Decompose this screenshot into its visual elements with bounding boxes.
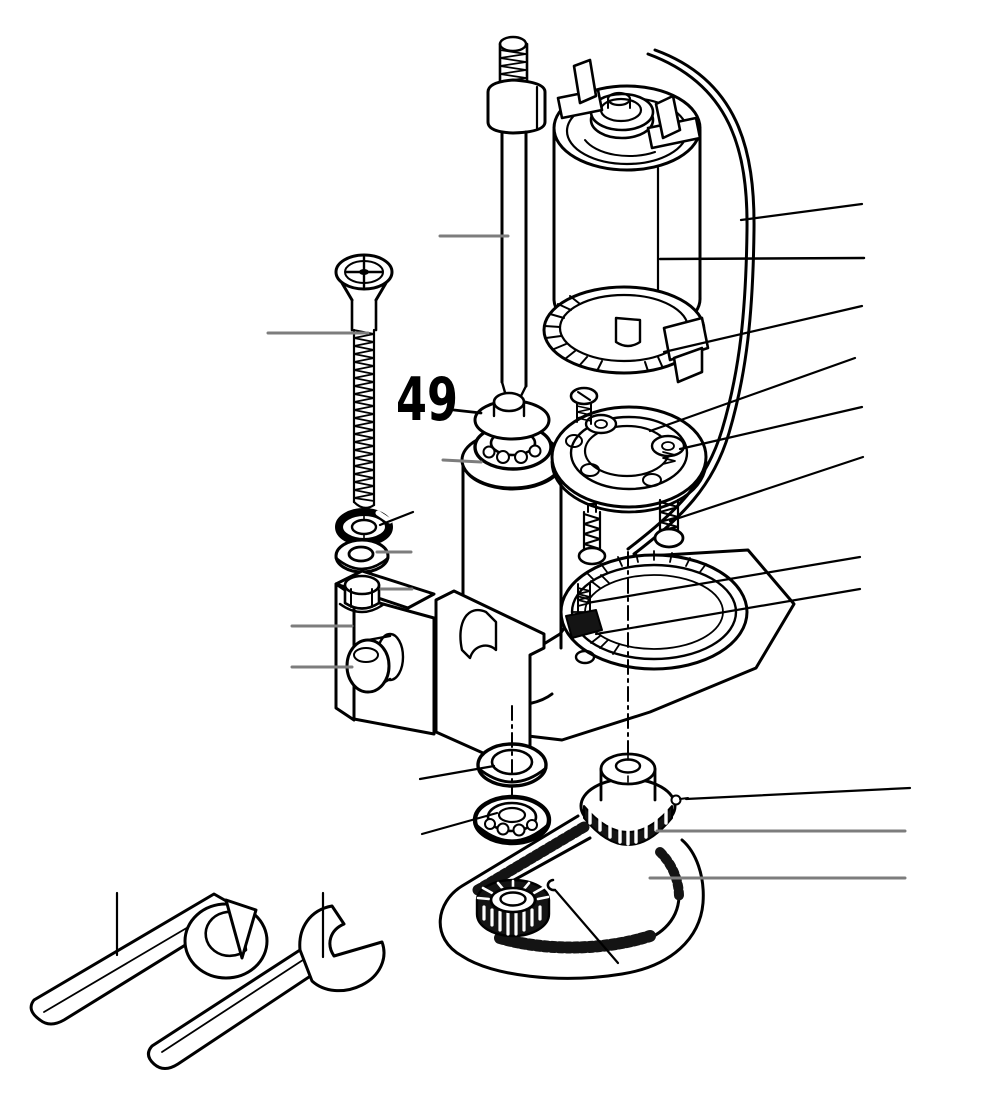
leader-setscrew bbox=[684, 786, 912, 801]
pulley-teeth-band bbox=[583, 805, 673, 846]
leader-49 bbox=[452, 408, 483, 415]
rod-shaft bbox=[500, 130, 528, 388]
leader-motor bbox=[658, 256, 866, 261]
motor bbox=[542, 58, 710, 384]
screw-shank bbox=[350, 298, 378, 332]
leader-cable bbox=[739, 202, 864, 222]
motor-mount-flange bbox=[542, 285, 710, 384]
leader-flange bbox=[662, 304, 864, 354]
retainer-hole-1 bbox=[565, 434, 583, 448]
leader-lines-black bbox=[115, 202, 912, 965]
plate-pin-and-clip bbox=[565, 583, 603, 639]
rod-hex-nut bbox=[486, 78, 547, 135]
spindle-housing bbox=[460, 391, 564, 707]
retainer-hole-2 bbox=[580, 463, 600, 477]
small-pulley-bore bbox=[499, 891, 527, 907]
open-wrench-handle bbox=[147, 948, 326, 1070]
bracket-pin-boss bbox=[345, 632, 405, 694]
leader-plate-pin bbox=[585, 555, 862, 605]
leader-lines-gray bbox=[266, 234, 907, 880]
drawing-root: 49 bbox=[29, 35, 912, 1070]
belt-outer-edge bbox=[438, 814, 705, 980]
flat-head-screw bbox=[334, 253, 394, 509]
callout-49: 49 bbox=[396, 365, 483, 435]
spacer-washer-49 bbox=[473, 391, 551, 441]
leader-spring-washer bbox=[378, 510, 415, 527]
leader-clip bbox=[554, 889, 620, 965]
spring-stud-left bbox=[577, 503, 607, 566]
flange-serration bbox=[544, 295, 677, 372]
leader-plate-clip bbox=[594, 587, 862, 636]
timing-belt bbox=[438, 814, 705, 980]
leader-boss-screw bbox=[678, 405, 864, 451]
motor-shaft-boss bbox=[589, 91, 655, 140]
motor-terminal-tabs bbox=[556, 58, 702, 150]
retainer-bosses bbox=[584, 413, 686, 465]
small-screw bbox=[569, 386, 599, 425]
belt-teeth bbox=[472, 821, 684, 954]
bracket-slab bbox=[434, 589, 546, 776]
open-wrench-jaw bbox=[298, 904, 386, 993]
spring-stud-right bbox=[653, 498, 685, 549]
leader-spring-stud bbox=[668, 455, 865, 523]
retaining-clip bbox=[546, 878, 557, 892]
small-pulley-teeth bbox=[476, 879, 550, 936]
setscrew bbox=[670, 794, 689, 806]
open-end-wrench bbox=[147, 904, 386, 1070]
screw-head bbox=[334, 253, 394, 302]
leader-retainer-plate bbox=[648, 356, 857, 433]
pulley-boss bbox=[599, 751, 657, 802]
leader-lower-washer bbox=[418, 764, 496, 781]
flat-washer bbox=[334, 538, 390, 574]
pin-wrench bbox=[29, 892, 269, 1026]
leader-lower-bearing bbox=[420, 811, 499, 836]
large-pulley bbox=[579, 751, 689, 846]
pin-wrench-tab bbox=[224, 898, 258, 960]
leader-upper-bearing bbox=[441, 458, 483, 464]
plate-hole bbox=[574, 649, 596, 665]
small-pulley bbox=[475, 878, 551, 938]
retainer-hole-3 bbox=[642, 473, 662, 487]
spindle-rod bbox=[486, 35, 547, 398]
screw-threads bbox=[352, 328, 376, 509]
lower-bearing bbox=[472, 794, 552, 846]
bearing-retainer-plate bbox=[550, 405, 708, 514]
callout-49-label: 49 bbox=[396, 365, 458, 435]
mounting-bracket bbox=[334, 569, 546, 776]
motor-cable bbox=[626, 48, 756, 556]
bracket-hex-nut bbox=[338, 574, 386, 614]
